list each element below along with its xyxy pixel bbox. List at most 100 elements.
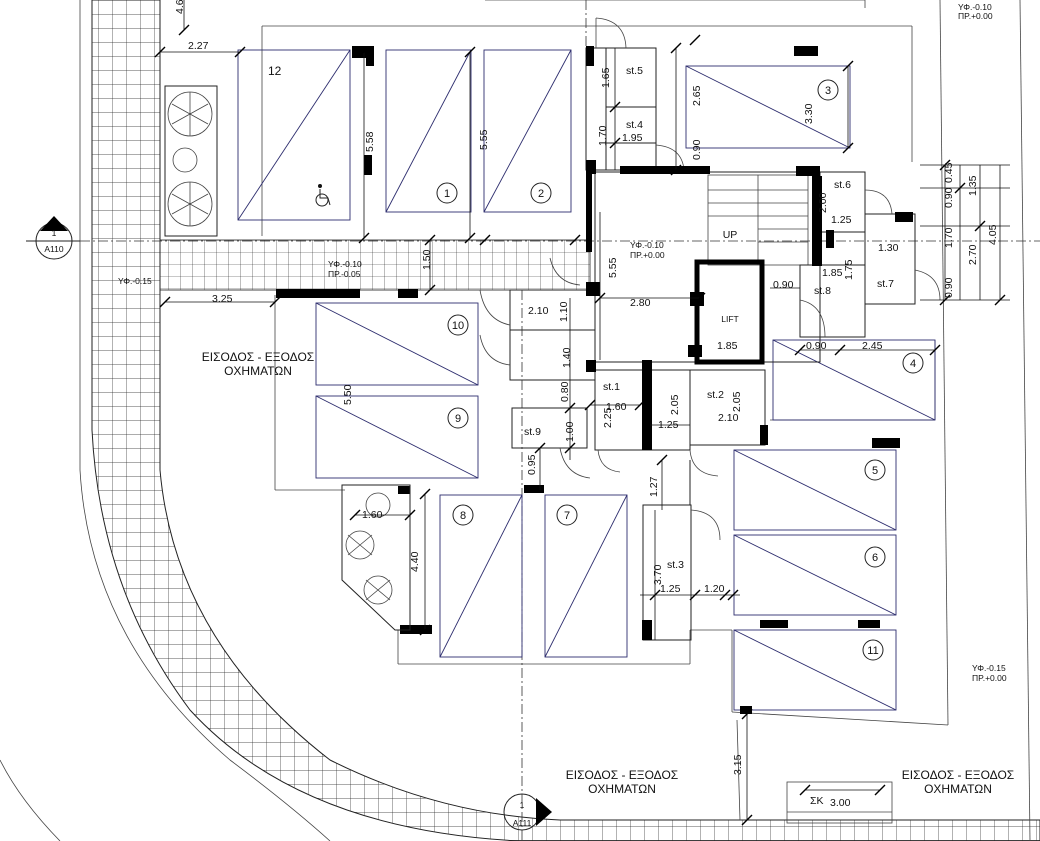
room-labels: UP LIFT ΣΚ st.5 st.4 st.6 st.7 st.8 st.1… [524,65,894,807]
level-labels: ΥΦ.-0.10 ΠΡ.+0.00 ΥΦ.-0.10 ΠΡ.+0.00 ΥΦ.-… [118,2,1007,683]
planter-bottom [341,484,411,631]
entrance-right-line2: ΟΧΗΜΑΤΩΝ [924,782,992,796]
parking-7-badge: 7 [556,504,578,526]
svg-text:3.70: 3.70 [652,564,664,585]
svg-text:2.05: 2.05 [669,394,681,415]
svg-text:2: 2 [538,188,544,200]
svg-text:4: 4 [910,358,916,370]
parking-bays [237,49,936,711]
svg-text:0.90: 0.90 [773,279,794,291]
svg-text:0.95: 0.95 [526,454,538,475]
svg-text:1.10: 1.10 [558,301,570,322]
svg-text:st.8: st.8 [814,285,831,297]
svg-text:2.45: 2.45 [862,340,883,352]
wheelchair-icon [315,184,331,207]
svg-text:st.3: st.3 [667,559,684,571]
svg-text:5.50: 5.50 [342,384,354,405]
svg-text:4.05: 4.05 [987,224,999,245]
svg-text:ΠΡ.-0.05: ΠΡ.-0.05 [328,269,361,279]
svg-text:4.40: 4.40 [409,551,421,572]
svg-text:ΠΡ.+0.00: ΠΡ.+0.00 [958,11,993,21]
sk-label: ΣΚ [810,795,824,807]
svg-text:2.25: 2.25 [602,407,614,428]
parking-numbers: 1 2 3 4 5 6 7 8 9 10 11 12 [268,64,924,661]
svg-text:1.40: 1.40 [561,347,573,368]
svg-text:st.2: st.2 [707,389,724,401]
svg-text:7: 7 [564,510,570,522]
svg-text:1.65: 1.65 [600,67,612,88]
svg-text:9: 9 [455,413,461,425]
entrance-right-line1: ΕΙΣΟΔΟΣ - ΕΞΟΔΟΣ [902,768,1014,782]
svg-text:st.9: st.9 [524,426,541,438]
svg-text:0.90: 0.90 [806,340,827,352]
svg-text:1.25: 1.25 [658,419,679,431]
svg-text:1.27: 1.27 [648,476,660,497]
svg-text:1.70: 1.70 [597,125,609,146]
svg-text:2.10: 2.10 [718,412,739,424]
svg-text:st.7: st.7 [877,278,894,290]
parking-1-badge: 1 [436,182,458,204]
parking-3-badge: 3 [817,79,839,101]
parking-12-label: 12 [268,64,282,78]
svg-text:0.90: 0.90 [943,277,955,298]
svg-text:5.55: 5.55 [607,257,619,278]
walls [276,46,913,714]
parking-10-badge: 10 [447,314,469,336]
svg-text:A111: A111 [513,818,532,828]
svg-text:1.70: 1.70 [943,227,955,248]
svg-text:1.75: 1.75 [843,259,855,280]
parking-11-badge: 11 [862,639,884,661]
svg-text:ΥΦ.-0.15: ΥΦ.-0.15 [972,663,1006,673]
svg-text:A110: A110 [44,244,63,254]
svg-text:5.58: 5.58 [364,131,376,152]
svg-text:1.60: 1.60 [362,509,383,521]
svg-text:2.05: 2.05 [731,391,743,412]
svg-text:ΥΦ.-0.10: ΥΦ.-0.10 [958,2,992,12]
svg-text:1.35: 1.35 [967,175,979,196]
svg-text:2.10: 2.10 [528,305,549,317]
core-rooms [479,17,941,641]
svg-text:0.80: 0.80 [559,381,571,402]
dimension-lines [160,0,1010,820]
svg-text:6: 6 [872,552,878,564]
svg-text:1.60: 1.60 [606,401,627,413]
svg-text:3.30: 3.30 [803,103,815,124]
parking-9-badge: 9 [447,407,469,429]
planter-top [164,85,218,237]
svg-text:1: 1 [52,228,57,238]
svg-text:ΥΦ.-0.15: ΥΦ.-0.15 [118,276,152,286]
svg-text:2.65: 2.65 [691,85,703,106]
svg-text:st.5: st.5 [626,65,643,77]
svg-text:1.30: 1.30 [878,242,899,254]
svg-text:st.1: st.1 [603,381,620,393]
svg-text:2.27: 2.27 [188,40,209,52]
parking-8-badge: 8 [452,504,474,526]
staircase [707,174,809,266]
entrance-left-line2: ΟΧΗΜΑΤΩΝ [224,364,292,378]
svg-text:5: 5 [872,465,878,477]
svg-text:1.25: 1.25 [831,214,852,226]
svg-text:2.70: 2.70 [967,244,979,265]
svg-text:0.90: 0.90 [691,139,703,160]
svg-text:1.20: 1.20 [704,583,725,595]
svg-text:4.60: 4.60 [174,0,186,14]
svg-text:1: 1 [520,800,525,810]
parking-6-badge: 6 [864,546,886,568]
svg-text:11: 11 [867,645,878,657]
svg-text:1.85: 1.85 [717,340,738,352]
parking-2-badge: 2 [530,182,552,204]
lift-label: LIFT [721,314,738,324]
svg-text:st.4: st.4 [626,119,643,131]
svg-text:5.55: 5.55 [478,129,490,150]
svg-text:ΠΡ.+0.00: ΠΡ.+0.00 [630,250,665,260]
section-marker-a111: 1 A111 [503,793,552,831]
svg-text:2.00: 2.00 [817,192,829,213]
up-label: UP [723,229,738,241]
svg-text:1.50: 1.50 [421,249,433,270]
svg-text:2.80: 2.80 [630,297,651,309]
entrance-mid-line1: ΕΙΣΟΔΟΣ - ΕΞΟΔΟΣ [566,768,678,782]
svg-text:ΥΦ.-0.10: ΥΦ.-0.10 [328,259,362,269]
section-marker-a110: 1 A110 [26,216,80,260]
svg-text:1: 1 [444,188,450,200]
